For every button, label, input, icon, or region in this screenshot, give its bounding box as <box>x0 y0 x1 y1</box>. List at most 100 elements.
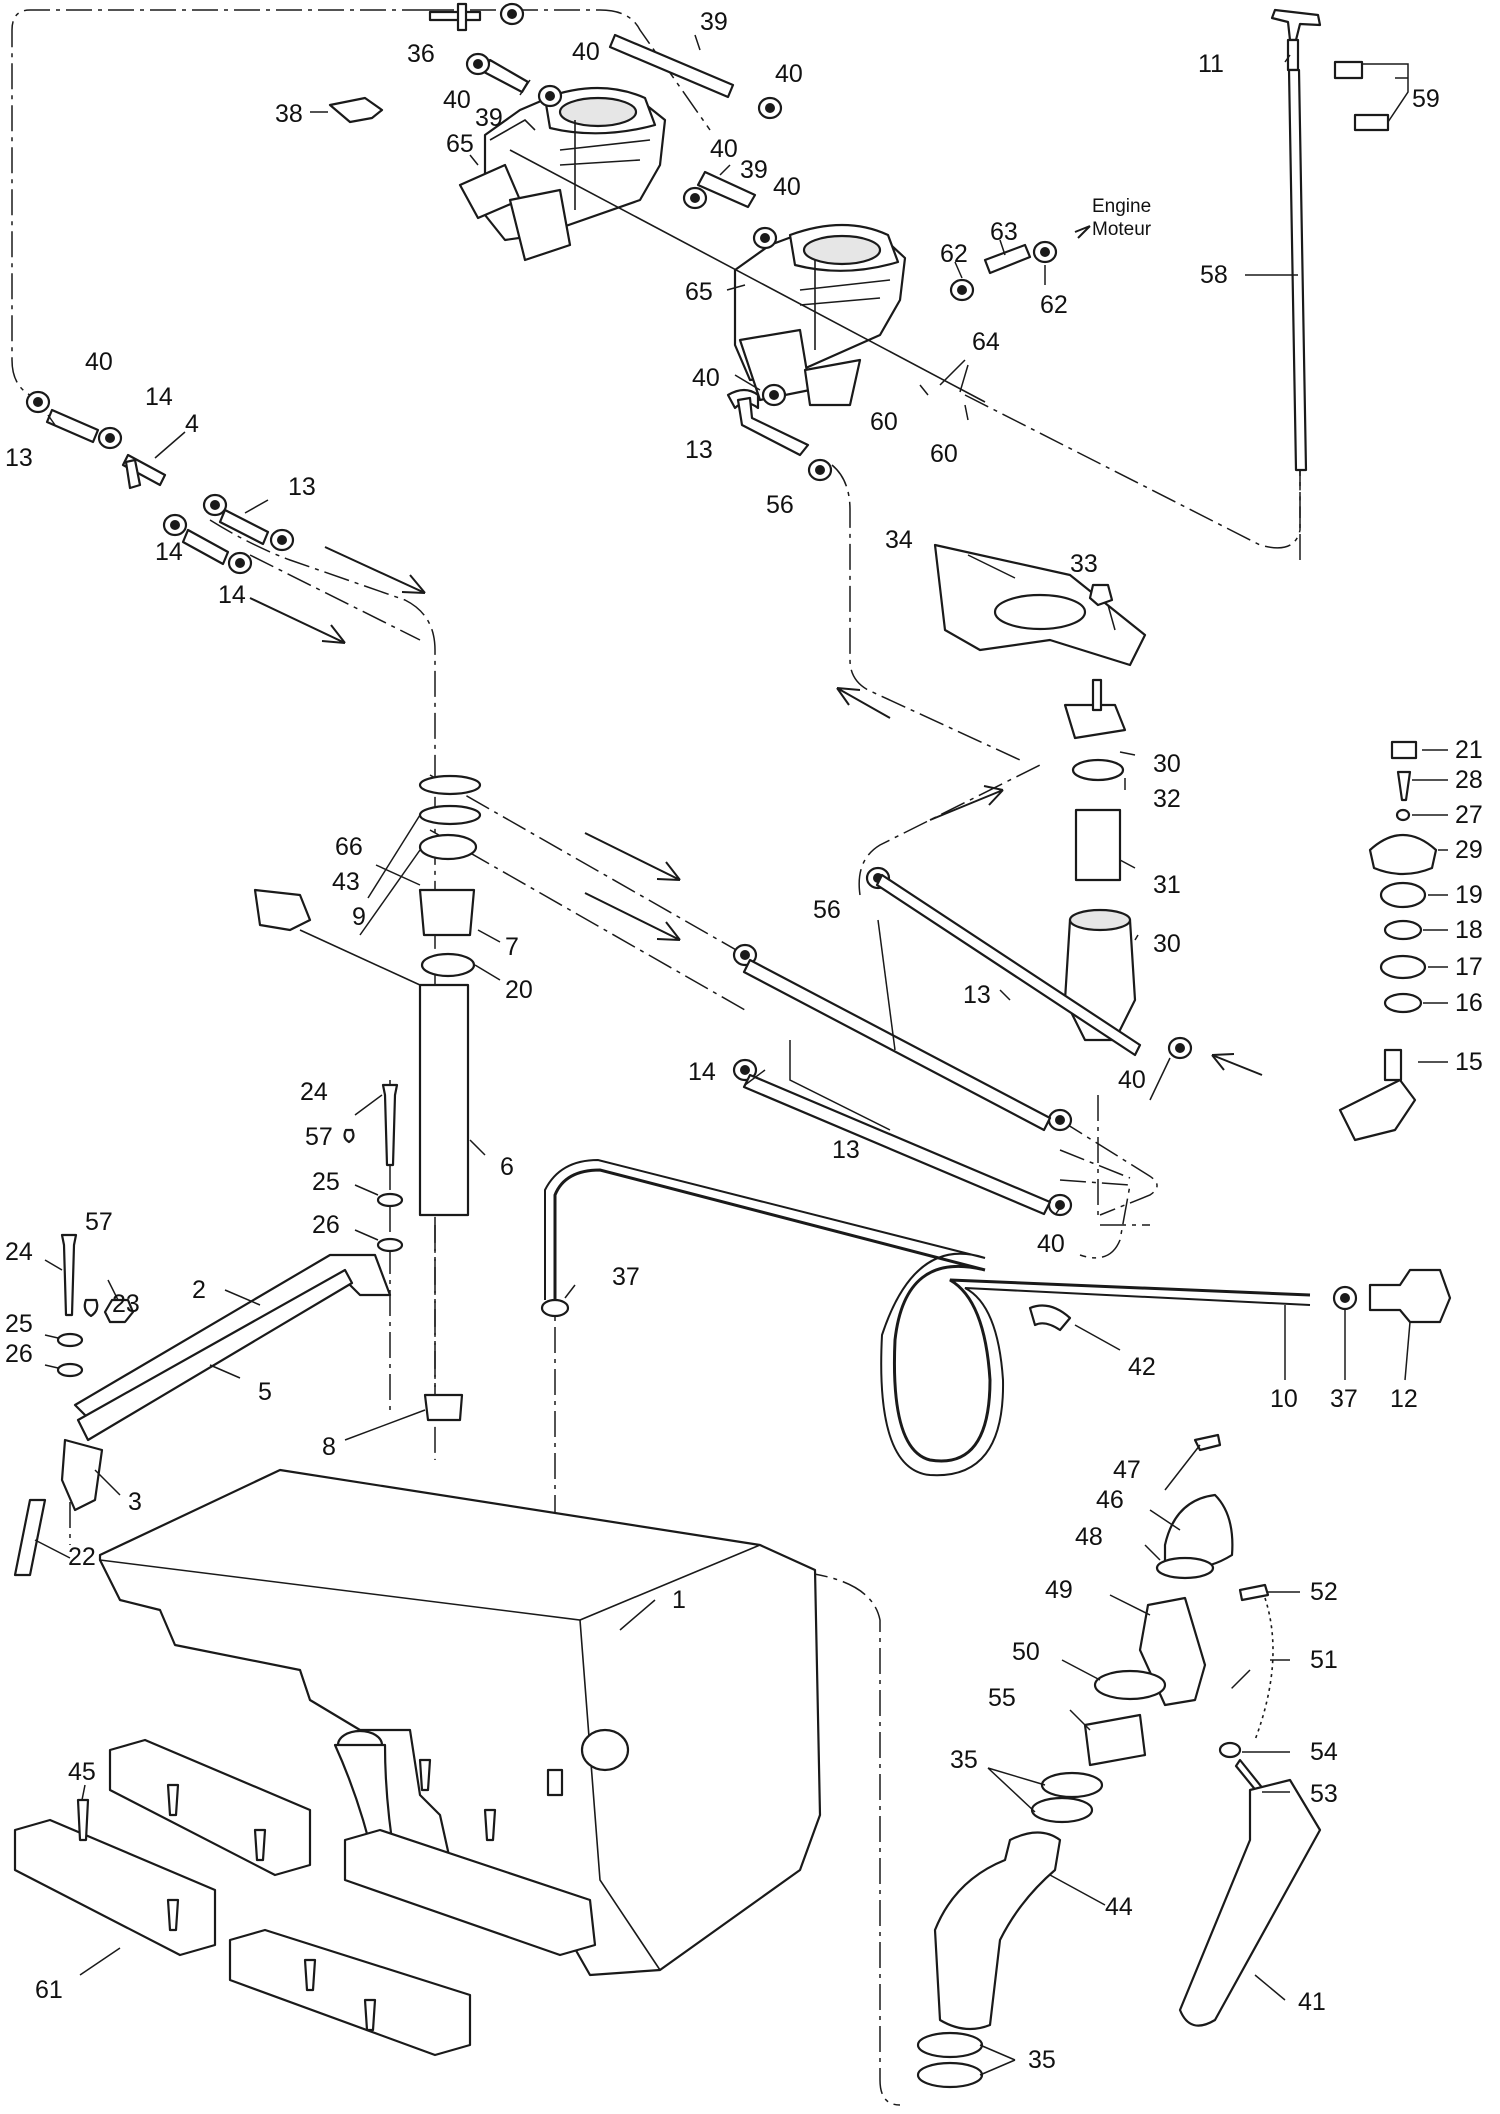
carburetor-bore-rear <box>802 234 882 266</box>
callout-56a: 56 <box>766 491 794 519</box>
pad-59-b <box>1353 113 1390 132</box>
pad-59-a <box>1333 60 1364 80</box>
phantom-line-hose-b <box>429 829 746 1011</box>
hose-39-left <box>482 58 530 94</box>
connector <box>253 888 312 932</box>
bolt-24-right <box>381 1083 399 1167</box>
callout-36: 36 <box>407 40 435 68</box>
leader-61 <box>79 1947 121 1976</box>
clamp-35-b <box>1030 1796 1094 1824</box>
callout-39b: 39 <box>475 104 503 132</box>
chain-51 <box>1254 1597 1274 1741</box>
clamp-14-b <box>202 493 228 517</box>
hose-13-carb-b <box>736 396 810 457</box>
callout-55: 55 <box>988 1684 1016 1712</box>
phantom-line-fitting-b <box>1059 1179 1131 1259</box>
clamp-43 <box>418 804 482 826</box>
screw-45-d <box>253 1828 267 1862</box>
callout-5: 5 <box>258 1378 272 1406</box>
vent-hose-assembly <box>544 1158 1452 1477</box>
leader-65a <box>469 154 479 166</box>
leader-11 <box>1284 54 1291 63</box>
callout-39a: 39 <box>700 8 728 36</box>
screw-45-f <box>483 1808 497 1842</box>
leader-45 <box>81 1784 86 1801</box>
leader-44 <box>1049 1874 1106 1906</box>
pad-61-b <box>108 1738 312 1877</box>
phantom-line-pump-return <box>831 464 1021 761</box>
flow-arrow-2 <box>249 597 346 644</box>
phantom-line-feed <box>209 519 436 1460</box>
callout-33: 33 <box>1070 550 1098 578</box>
leader-4 <box>154 431 186 459</box>
clamp-40-i <box>1047 1193 1073 1217</box>
leader-1 <box>619 1599 656 1631</box>
hose-44 <box>933 1831 1062 2031</box>
callout-numbers: 39 36 40 40 38 39 65 40 39 40 40 63 62 6… <box>5 8 1483 2074</box>
callout-4: 4 <box>185 410 199 438</box>
callout-40d: 40 <box>710 135 738 163</box>
leader-33-line <box>1107 604 1116 631</box>
callout-13b: 13 <box>5 444 33 472</box>
clamp-35-a <box>1040 1771 1104 1799</box>
clamp-62-b <box>1032 240 1058 264</box>
leader-40f <box>734 374 761 391</box>
leader-50 <box>1061 1659 1101 1681</box>
nut-55 <box>1083 1713 1147 1767</box>
callout-13c: 13 <box>288 473 316 501</box>
callout-19: 19 <box>1455 881 1483 909</box>
leader-20 <box>474 964 501 981</box>
flow-arrow-5 <box>929 785 1004 821</box>
leader-48 <box>1144 1544 1161 1561</box>
callout-51: 51 <box>1310 1646 1338 1674</box>
callout-25b: 25 <box>5 1310 33 1338</box>
screw-45-h <box>363 1998 377 2032</box>
callout-35a: 35 <box>950 1746 978 1774</box>
callout-48: 48 <box>1075 1523 1103 1551</box>
tee-fitting-36-stem <box>456 2 468 32</box>
leader-30b <box>1134 934 1139 941</box>
callout-47: 47 <box>1113 1456 1141 1484</box>
leader-13d <box>999 989 1011 1001</box>
clamp-40-carb-a <box>465 52 491 76</box>
bolt-22 <box>13 1498 47 1577</box>
callout-40i: 40 <box>1037 1230 1065 1258</box>
leader-37a <box>564 1284 576 1299</box>
leader-49 <box>1109 1594 1151 1616</box>
engine-note: Engine Moteur <box>1092 196 1152 240</box>
fuel-tank-1 <box>98 1468 822 1977</box>
callout-66: 66 <box>335 833 363 861</box>
callout-40g: 40 <box>85 348 113 376</box>
leader-34 <box>967 554 1016 579</box>
screw-45-c <box>166 1898 180 1932</box>
phantom-line-pump-in <box>858 764 1041 896</box>
phantom-line-left <box>11 9 428 396</box>
grommet-8 <box>423 1393 464 1422</box>
callout-44: 44 <box>1105 1893 1133 1921</box>
leader-3 <box>94 1469 121 1496</box>
callout-18: 18 <box>1455 916 1483 944</box>
callout-61: 61 <box>35 1976 63 2004</box>
leader-39b <box>519 79 531 96</box>
callout-13e: 13 <box>832 1136 860 1164</box>
callout-40c: 40 <box>775 60 803 88</box>
leader-25b <box>44 1334 59 1339</box>
clamp-9 <box>418 833 478 861</box>
callout-37b: 37 <box>1330 1385 1358 1413</box>
callout-2: 2 <box>192 1276 206 1304</box>
callout-29: 29 <box>1455 836 1483 864</box>
flow-arrow-engine <box>1074 225 1091 239</box>
callout-52: 52 <box>1310 1578 1338 1606</box>
fuel-tank-filler-port <box>580 1728 630 1772</box>
leader-7 <box>477 929 501 943</box>
bolt-24-left <box>60 1233 78 1317</box>
hose-39-mid <box>696 170 757 209</box>
leader-5 <box>209 1364 241 1379</box>
leader-55 <box>1069 1709 1091 1731</box>
flow-arrow-4 <box>584 892 681 941</box>
fuel-pump-assembly <box>253 774 482 1422</box>
callout-50: 50 <box>1012 1638 1040 1666</box>
o-ring-32 <box>1071 758 1125 782</box>
leader-25a <box>354 1184 379 1196</box>
